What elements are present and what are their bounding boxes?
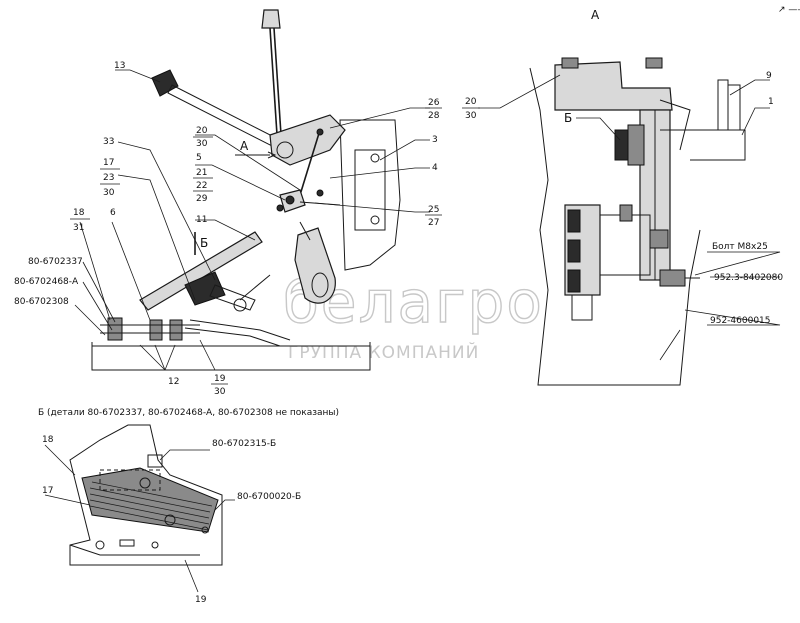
view-b-label-80-6700020-b: 80-6700020-Б <box>237 492 301 502</box>
label-30-b: 30 <box>196 139 208 149</box>
rear-wall <box>339 119 401 271</box>
lever-13 <box>167 84 281 149</box>
view-a-label-952: 952-4600015 <box>710 316 771 326</box>
label-31: 31 <box>73 223 84 233</box>
view-a-label-b: Б <box>564 111 572 125</box>
lever-knob-top <box>261 9 281 29</box>
watermark-subtitle: ГРУППА КОМПАНИЙ <box>288 341 479 363</box>
corner-mark: ↗ —— <box>778 5 800 15</box>
view-b-caption: Б (детали 80-6702337, 80-6702468-А, 80-6… <box>38 408 339 418</box>
label-5: 5 <box>196 153 202 163</box>
label-25: 25 <box>428 205 439 215</box>
view-a-outline <box>529 67 701 386</box>
lever-13-knob <box>151 69 179 97</box>
label-33: 33 <box>103 137 114 147</box>
label-11: 11 <box>196 215 207 225</box>
label-18: 18 <box>73 208 85 218</box>
floor-plate <box>91 342 371 371</box>
label-30-a: 30 <box>103 188 115 198</box>
arrow-label-b: Б <box>200 236 208 250</box>
label-6: 6 <box>110 208 116 218</box>
view-b: Б (детали 80-6702337, 80-6702468-А, 80-6… <box>38 408 339 605</box>
view-a-bolt-m8 <box>659 269 686 287</box>
view-a-top-bracket <box>554 61 673 111</box>
view-b-label-80-6702315-b: 80-6702315-Б <box>212 439 276 449</box>
label-13: 13 <box>114 61 125 71</box>
view-a-label-30: 30 <box>465 111 477 121</box>
view-b-label-17: 17 <box>42 486 53 496</box>
label-21: 21 <box>196 168 207 178</box>
upper-bracket <box>269 114 346 166</box>
pedal-11 <box>139 231 263 311</box>
label-27: 27 <box>428 218 439 228</box>
view-a: А <box>462 8 783 386</box>
label-4: 4 <box>432 163 438 173</box>
label-20: 20 <box>196 126 208 136</box>
label-29: 29 <box>196 194 208 204</box>
label-80-6702468-a: 80-6702468-А <box>14 277 79 287</box>
label-23: 23 <box>103 173 114 183</box>
label-12: 12 <box>168 377 179 387</box>
view-a-label-bolt: Болт М8x25 <box>712 242 768 252</box>
brake-valve <box>184 271 226 306</box>
label-22: 22 <box>196 181 207 191</box>
gear-lever <box>269 27 279 151</box>
label-28: 28 <box>428 111 440 121</box>
label-19: 19 <box>214 374 226 384</box>
view-a-plate-1 <box>660 129 746 161</box>
label-80-6702337: 80-6702337 <box>28 257 83 267</box>
main-view: 13 33 17 23 30 18 31 6 80-6702337 80-670… <box>14 9 442 397</box>
view-b-label-18: 18 <box>42 435 54 445</box>
label-3: 3 <box>432 135 438 145</box>
view-b-bracket <box>69 424 223 566</box>
label-17: 17 <box>103 158 114 168</box>
view-a-label-9: 9 <box>766 71 772 81</box>
arrow-label-a: А <box>240 139 249 153</box>
base-bracket-left <box>107 317 123 341</box>
cable-loop <box>294 227 336 304</box>
label-80-6702308: 80-6702308 <box>14 297 69 307</box>
view-a-label-20: 20 <box>465 97 477 107</box>
view-a-label-1: 1 <box>768 97 774 107</box>
label-26: 26 <box>428 98 440 108</box>
view-a-title: А <box>591 8 600 22</box>
view-b-label-19: 19 <box>195 595 207 605</box>
view-a-label-952-3: 952.3-8402080 <box>714 273 783 283</box>
label-30-c: 30 <box>214 387 226 397</box>
